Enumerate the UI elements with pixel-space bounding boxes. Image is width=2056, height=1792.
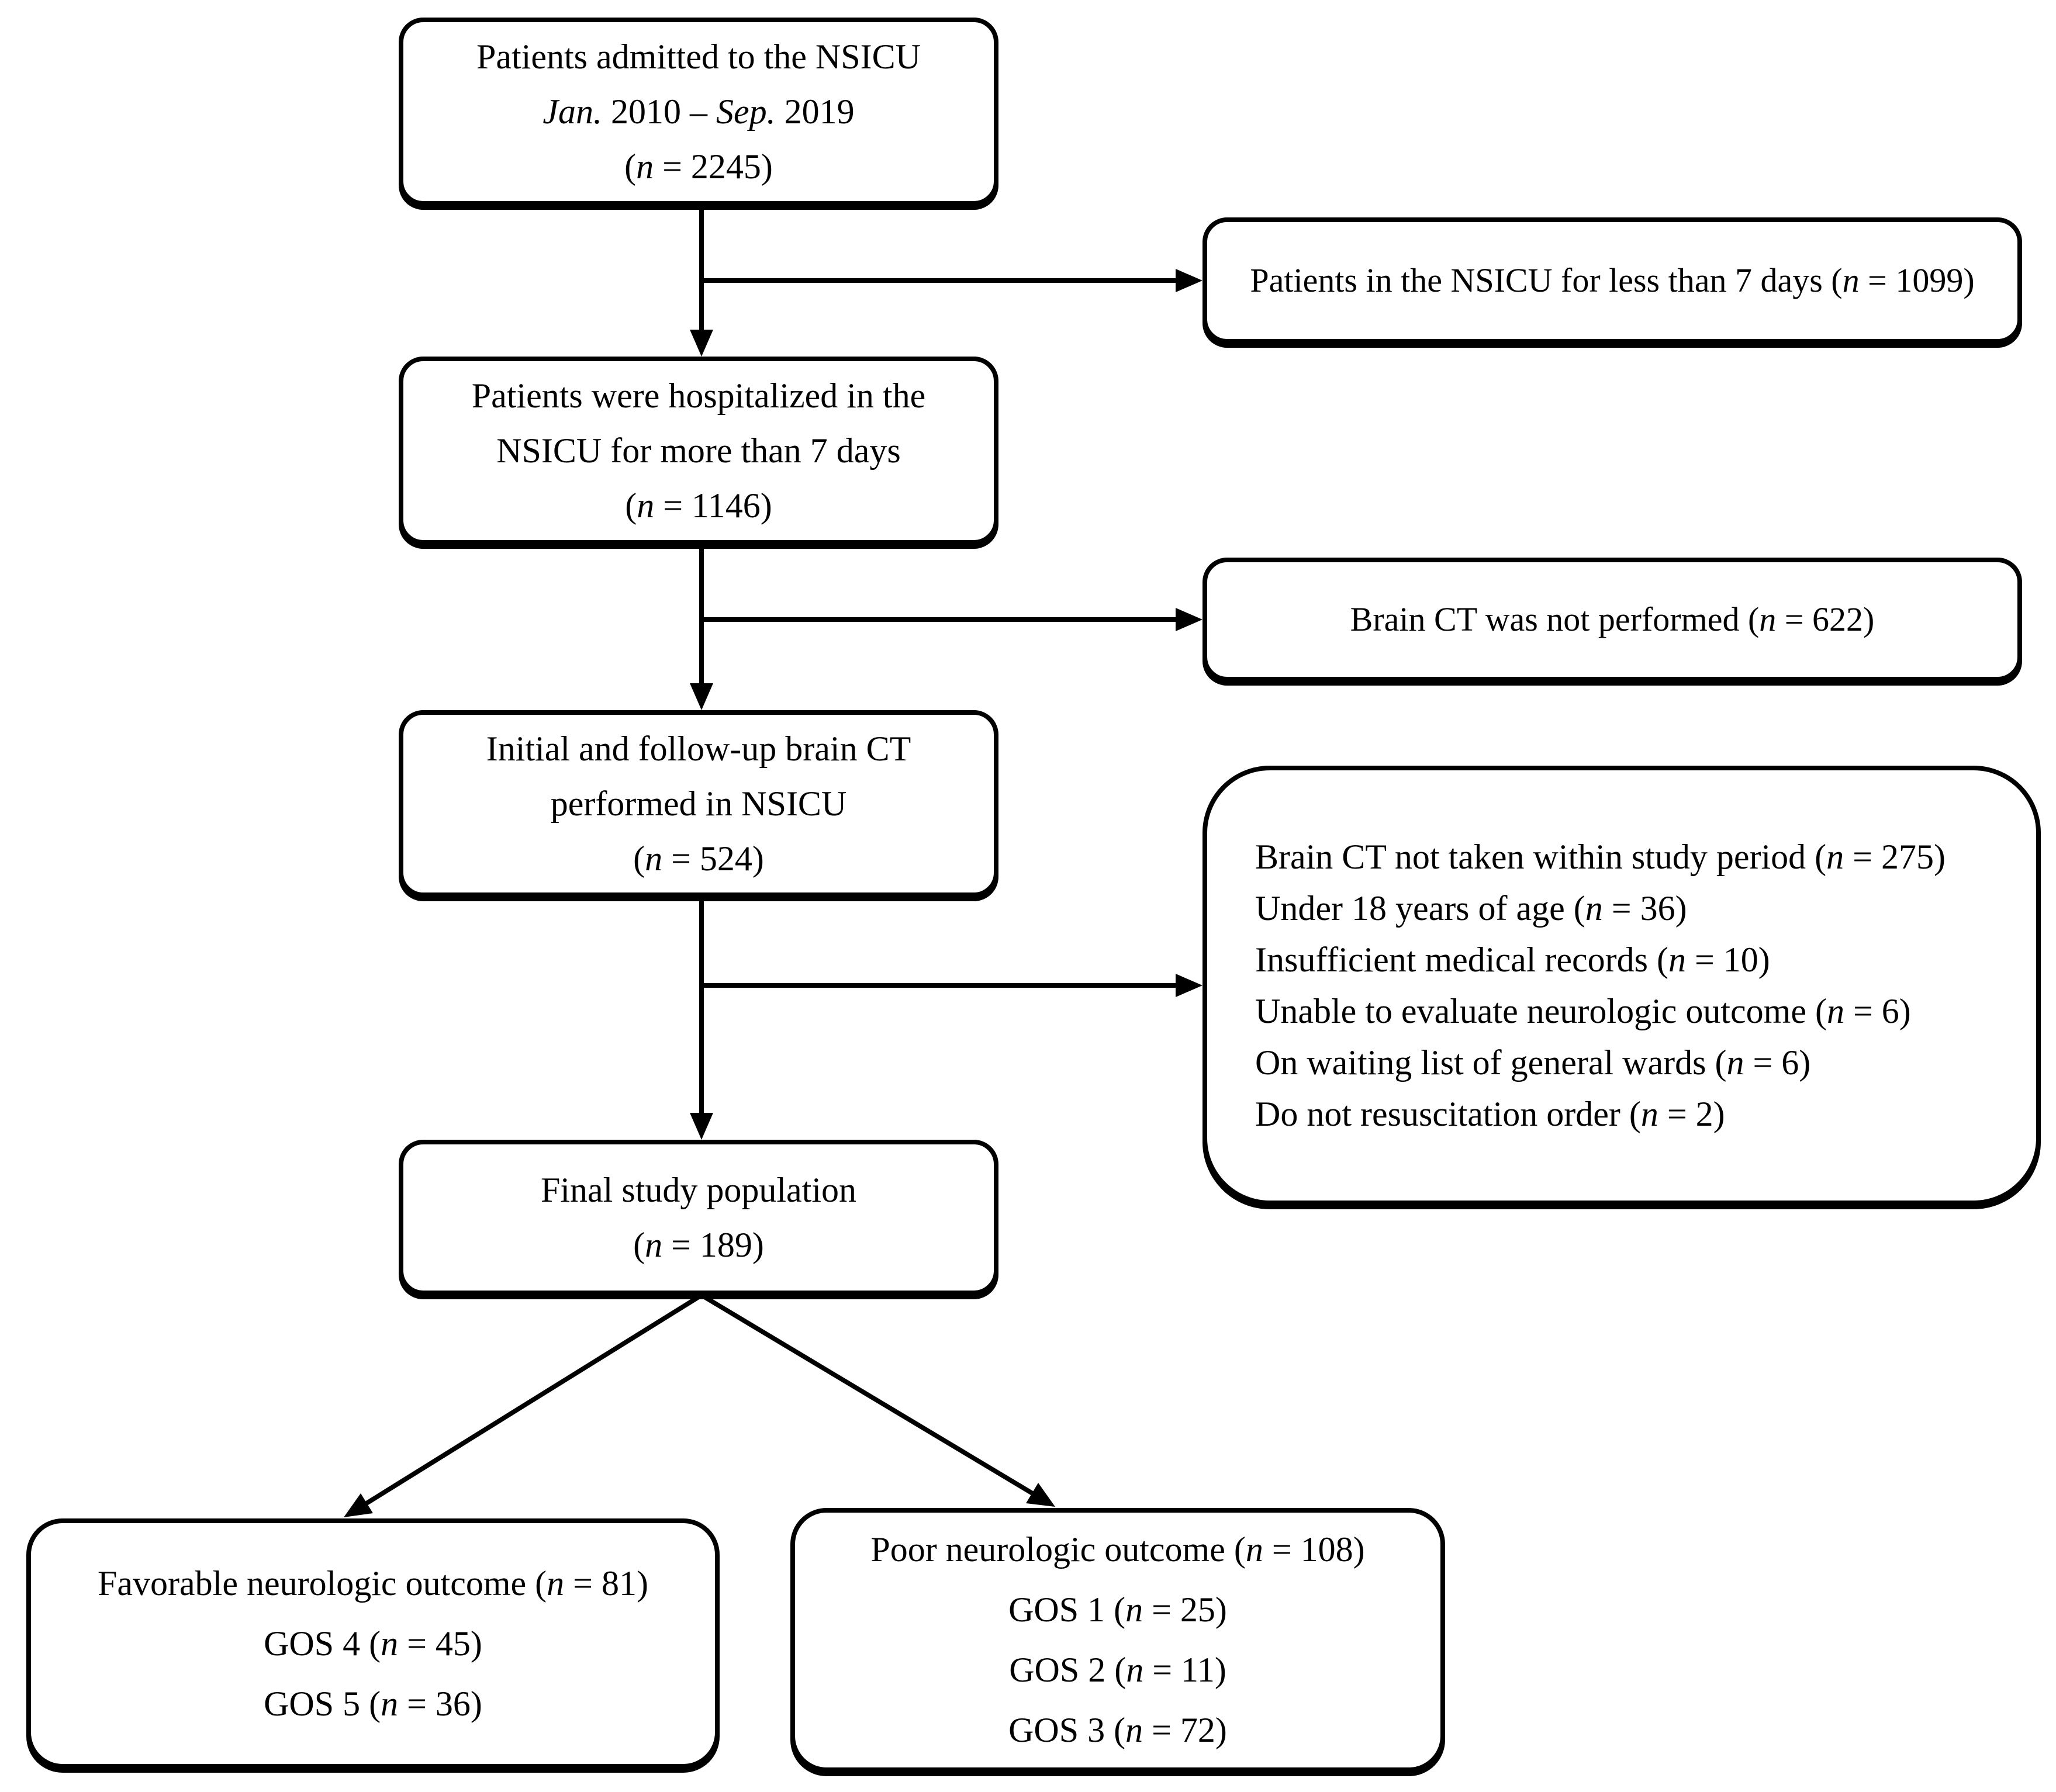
box-admitted-line-2: Jan. 2010 – Sep. 2019 [542,92,855,131]
box-less-than-7-days-line-1: Patients in the NSICU for less than 7 da… [1250,261,1975,299]
box-exclusions-line-1: Brain CT not taken within study period (… [1255,838,1946,876]
box-favorable-outcome-line-3: GOS 5 (n = 36) [264,1684,482,1723]
box-hospitalized-line-2: NSICU for more than 7 days [496,431,901,470]
box-no-brain-ct-line-1: Brain CT was not performed (n = 622) [1350,600,1875,638]
arrowhead-final-to-poor [1026,1483,1055,1507]
box-exclusions-line-3: Insufficient medical records (n = 10) [1255,940,1770,979]
box-hospitalized-line-1: Patients were hospitalized in the [471,376,926,415]
box-hospitalized-line-3: (n = 1146) [625,486,772,525]
box-final-population: Final study population (n = 189) [399,1140,998,1295]
box-exclusions-line-2: Under 18 years of age (n = 36) [1255,889,1687,928]
box-favorable-outcome-line-2: GOS 4 (n = 45) [264,1624,482,1663]
box-poor-outcome-line-2: GOS 1 (n = 25) [1008,1590,1227,1629]
box-exclusions-line-5: On waiting list of general wards (n = 6) [1255,1043,1811,1082]
box-admitted-line-3: (n = 2245) [624,147,773,186]
box-poor-outcome-line-4: GOS 3 (n = 72) [1008,1711,1227,1749]
arrowhead-branch-noct [1176,608,1202,631]
box-ct-performed-line-3: (n = 524) [633,839,764,878]
box-ct-performed-line-1: Initial and follow-up brain CT [486,729,911,768]
box-favorable-outcome-line-1: Favorable neurologic outcome (n = 81) [98,1563,648,1603]
box-poor-outcome-line-1: Poor neurologic outcome (n = 108) [870,1530,1365,1569]
arrow-final-to-poor [700,1293,1034,1496]
box-ct-performed-line-2: performed in NSICU [550,784,847,823]
box-poor-outcome-line-3: GOS 2 (n = 11) [1009,1651,1226,1689]
box-exclusions: Brain CT not taken within study period (… [1202,766,2041,1205]
arrowhead-admitted-to-hospitalized [690,330,713,357]
arrowhead-final-to-favorable [344,1493,373,1517]
box-less-than-7-days: Patients in the NSICU for less than 7 da… [1202,217,2022,344]
box-ct-performed: Initial and follow-up brain CT performed… [399,710,998,897]
box-exclusions-line-4: Unable to evaluate neurologic outcome (n… [1255,992,1911,1030]
box-admitted: Patients admitted to the NSICU Jan. 2010… [399,18,998,206]
box-hospitalized: Patients were hospitalized in the NSICU … [399,357,998,545]
box-admitted-line-1: Patients admitted to the NSICU [476,37,921,76]
box-favorable-outcome: Favorable neurologic outcome (n = 81) GO… [26,1518,720,1769]
box-poor-outcome: Poor neurologic outcome (n = 108) GOS 1 … [790,1508,1445,1772]
arrowhead-branch-less7days [1176,269,1202,292]
arrowhead-hospitalized-to-ct [690,683,713,710]
box-final-population-line-1: Final study population [541,1171,856,1209]
box-no-brain-ct: Brain CT was not performed (n = 622) [1202,558,2022,681]
arrow-final-to-favorable [365,1293,703,1506]
box-exclusions-line-6: Do not resuscitation order (n = 2) [1255,1095,1725,1133]
arrowhead-ct-to-final [690,1113,713,1140]
box-final-population-line-2: (n = 189) [633,1226,764,1264]
arrowhead-branch-exclusions [1176,974,1202,997]
